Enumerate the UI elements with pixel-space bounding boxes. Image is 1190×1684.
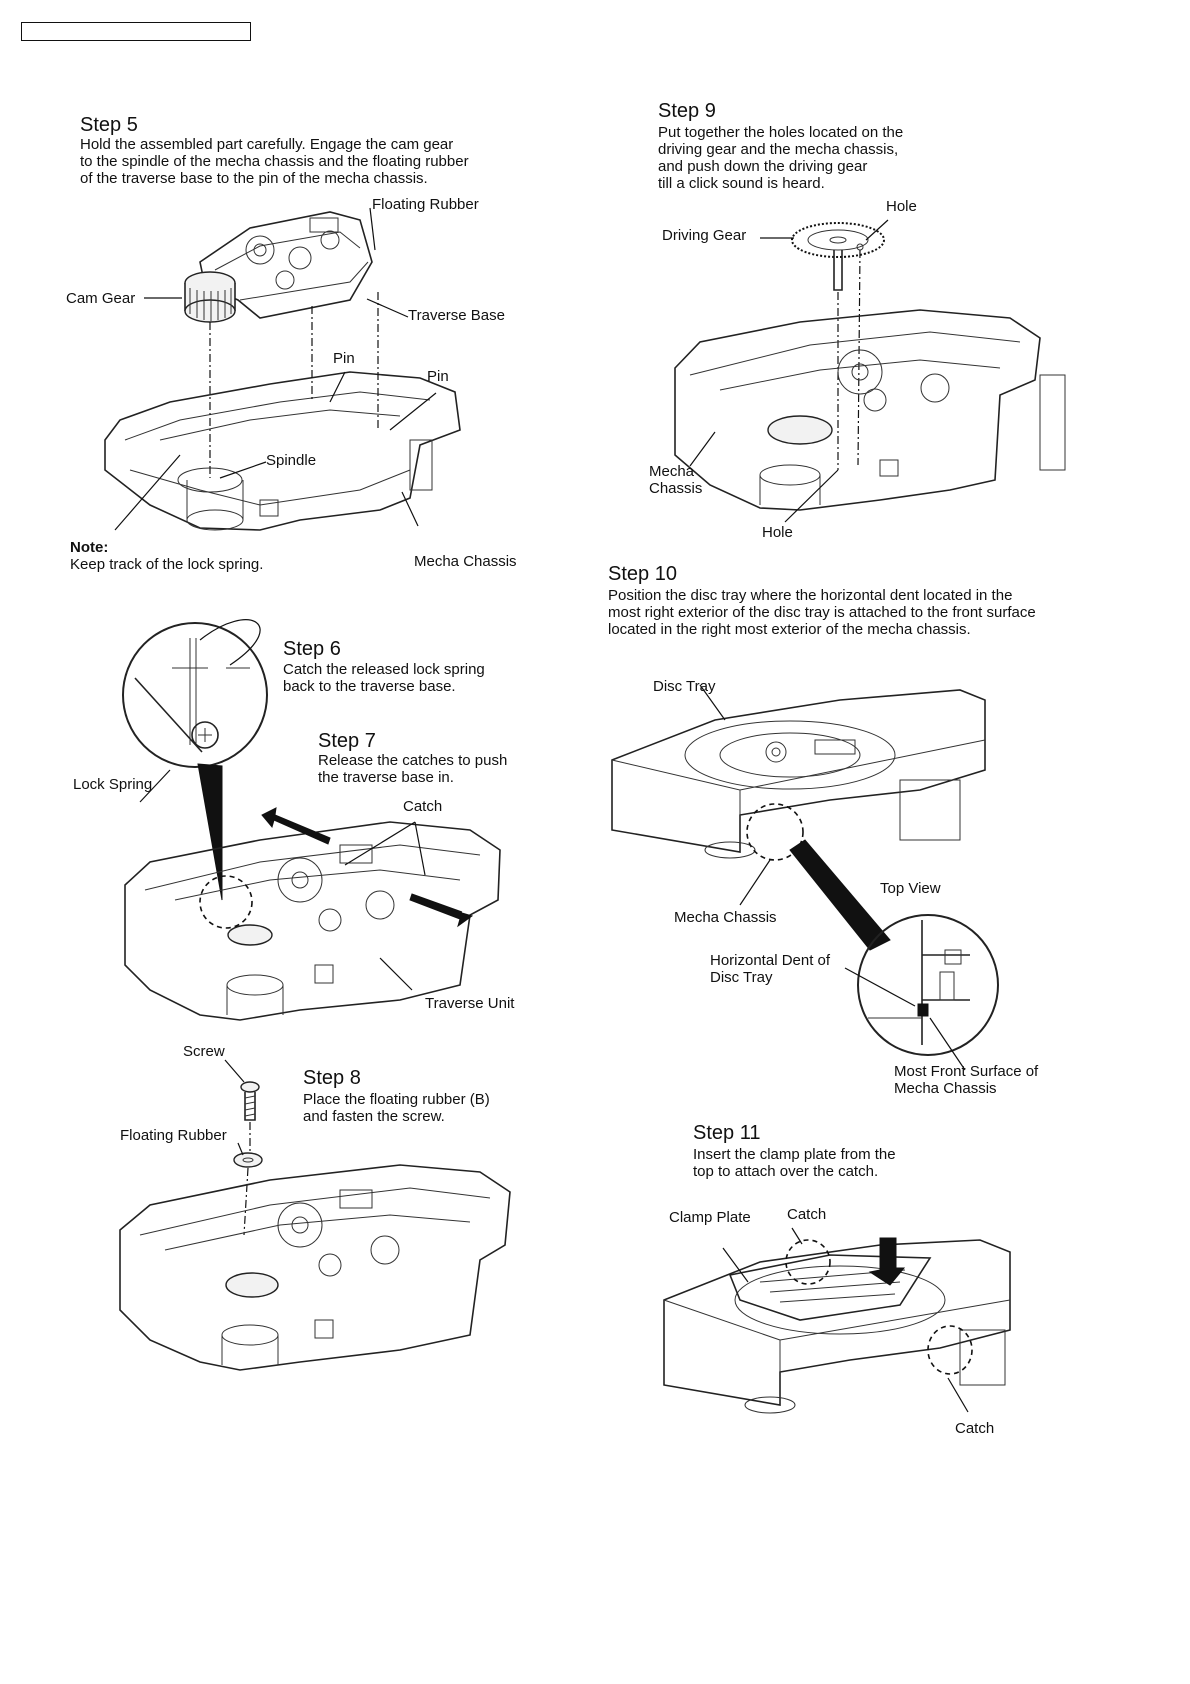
step10-top-view-detail: [857, 914, 999, 1056]
label-floating-rubber: Floating Rubber: [120, 1127, 227, 1144]
label-catch: Catch: [403, 798, 443, 815]
label-pin: Pin: [427, 368, 449, 385]
step5-mecha-chassis-drawing: [104, 371, 461, 531]
label-mecha-chassis: Mecha Chassis: [674, 909, 777, 926]
step6-lock-spring-detail: [122, 619, 268, 803]
label-driving-gear: Driving Gear: [662, 227, 747, 244]
label-horizontal-dent: Horizontal Dent of Disc Tray: [710, 952, 831, 986]
step11-clamp-plate-drawing: [663, 1239, 1011, 1414]
step7-push-arrows: [261, 807, 474, 928]
label-mecha-chassis: Mecha Chassis: [414, 553, 517, 570]
step9-driving-gear-drawing: [791, 222, 885, 291]
step11-leader-lines: [722, 1227, 969, 1413]
step11-insert-arrow: [868, 1237, 906, 1286]
note-heading: Note:: [70, 539, 109, 556]
step8-unit-drawing: [119, 1164, 511, 1371]
step7-title: Step 7: [318, 730, 376, 752]
step5-instructions: Hold the assembled part carefully. Engag…: [80, 136, 469, 187]
label-hole: Hole: [762, 524, 793, 541]
step9-instructions: Put together the holes located on the dr…: [658, 124, 904, 192]
step6-title: Step 6: [283, 638, 341, 660]
step8-title: Step 8: [303, 1067, 361, 1089]
step8-leader-lines: [224, 1059, 245, 1156]
label-catch: Catch: [787, 1206, 827, 1223]
step5-guide-lines: [209, 292, 379, 478]
label-disc-tray: Disc Tray: [653, 678, 716, 695]
step5-title: Step 5: [80, 114, 138, 136]
label-spindle: Spindle: [266, 452, 317, 469]
label-floating-rubber: Floating Rubber: [372, 196, 479, 213]
step9-leader-lines: [689, 219, 889, 523]
step10-detail-pointer: [789, 839, 891, 951]
note-text: Keep track of the lock spring.: [70, 556, 264, 573]
step8-instructions: Place the floating rubber (B) and fasten…: [303, 1091, 490, 1125]
step6-detail-pointer: [197, 763, 223, 901]
step5-leader-lines: [114, 207, 437, 531]
step10-title: Step 10: [608, 563, 677, 585]
label-clamp-plate: Clamp Plate: [669, 1209, 751, 1226]
label-most-front-surface: Most Front Surface of Mecha Chassis: [894, 1063, 1039, 1097]
step10-instructions: Position the disc tray where the horizon…: [608, 587, 1036, 638]
step11-instructions: Insert the clamp plate from the top to a…: [693, 1146, 896, 1180]
step7-leader-lines: [344, 821, 426, 991]
step9-title: Step 9: [658, 100, 716, 122]
header-box: [21, 22, 251, 41]
step8-guide-line: [243, 1122, 251, 1236]
step7-instructions: Release the catches to push the traverse…: [318, 752, 508, 786]
step9-guide-lines: [837, 249, 861, 470]
label-screw: Screw: [183, 1043, 225, 1060]
step10-leader-lines: [699, 684, 966, 1071]
label-cam-gear: Cam Gear: [66, 290, 136, 307]
label-traverse-unit: Traverse Unit: [425, 995, 515, 1012]
label-hole: Hole: [886, 198, 917, 215]
step5-cam-gear-drawing: [184, 271, 236, 323]
step7-traverse-unit-drawing: [124, 821, 501, 1021]
label-mecha-chassis: Mecha Chassis: [649, 463, 703, 497]
label-lock-spring: Lock Spring: [73, 776, 153, 793]
label-traverse-base: Traverse Base: [408, 307, 505, 324]
step9-mecha-chassis-drawing: [674, 309, 1066, 511]
step10-disc-tray-drawing: [611, 689, 986, 861]
step11-title: Step 11: [693, 1122, 761, 1144]
label-catch: Catch: [955, 1420, 995, 1437]
label-pin: Pin: [333, 350, 355, 367]
label-top-view: Top View: [880, 880, 941, 897]
step8-screw-drawing: [233, 1081, 263, 1168]
step6-instructions: Catch the released lock spring back to t…: [283, 661, 485, 695]
